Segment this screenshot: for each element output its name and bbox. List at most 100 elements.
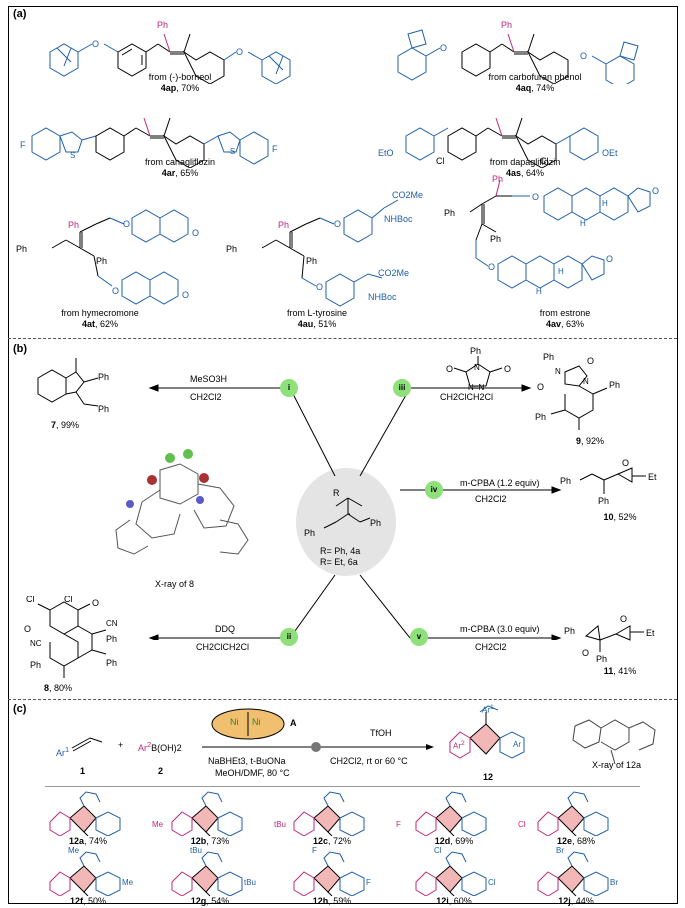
xray-12a-label: X-ray of 12a bbox=[592, 760, 642, 770]
svg-text:OEt: OEt bbox=[602, 148, 618, 158]
reaction-i-reagent: MeSO3H bbox=[190, 374, 228, 384]
caption-12a: 12a, 74% bbox=[68, 836, 108, 846]
reaction-ii-solvent: CH2ClCH2Cl bbox=[196, 642, 250, 652]
svg-text:N: N bbox=[474, 363, 480, 372]
svg-text:H: H bbox=[558, 267, 564, 276]
reactant-1-ar: Ar1 bbox=[56, 745, 70, 758]
svg-text:O: O bbox=[446, 364, 453, 374]
substituent-12g: tBu bbox=[244, 878, 257, 887]
structure-12a bbox=[49, 791, 121, 837]
svg-text:Ph: Ph bbox=[16, 244, 27, 254]
svg-text:O: O bbox=[182, 290, 189, 300]
reaction-iv-solvent: CH2Cl2 bbox=[475, 494, 507, 504]
caption-4av-yield: 4av, 63% bbox=[545, 319, 585, 329]
caption-8: 8, 80% bbox=[43, 683, 73, 693]
structure-9: Ph N O O N Ph Ph bbox=[535, 352, 620, 430]
structure-11: Ph O Ph O Et bbox=[564, 614, 655, 664]
product-12-ar2: Ar2 bbox=[453, 740, 465, 751]
svg-text:CN: CN bbox=[106, 619, 118, 628]
svg-text:Ph: Ph bbox=[68, 220, 79, 230]
svg-text:O: O bbox=[334, 219, 341, 229]
svg-text:O: O bbox=[504, 364, 511, 374]
svg-text:O: O bbox=[587, 356, 594, 366]
catalyst-label: A bbox=[290, 718, 297, 728]
svg-text:Ph: Ph bbox=[535, 412, 546, 422]
svg-text:O: O bbox=[92, 598, 99, 608]
svg-text:H: H bbox=[580, 219, 586, 228]
svg-text:Ph: Ph bbox=[304, 528, 315, 538]
svg-text:O: O bbox=[488, 262, 495, 272]
reaction-v-solvent: CH2Cl2 bbox=[475, 642, 507, 652]
structure-4ap: O O Ph bbox=[49, 20, 291, 84]
svg-text:O: O bbox=[316, 282, 323, 292]
caption-4at-yield: 4at, 62% bbox=[81, 319, 119, 329]
reaction-iv-badge: iv bbox=[425, 481, 443, 499]
reagent-ptad: Ph N O O N=N bbox=[446, 346, 511, 392]
svg-text:Cl: Cl bbox=[64, 596, 73, 604]
substrate-4a-6a: R Ph Ph bbox=[296, 468, 396, 576]
divider-a-b bbox=[8, 338, 677, 339]
condition-2: MeOH/DMF, 80 °C bbox=[215, 768, 290, 778]
svg-text:EtO: EtO bbox=[378, 148, 394, 158]
svg-text:O: O bbox=[606, 254, 613, 264]
svg-text:Ph: Ph bbox=[106, 634, 117, 644]
svg-text:Et: Et bbox=[646, 628, 655, 638]
xray-8-label: X-ray of 8 bbox=[155, 579, 195, 589]
structure-12d bbox=[415, 791, 487, 837]
svg-text:O: O bbox=[532, 192, 539, 202]
svg-text:Ph: Ph bbox=[560, 476, 571, 486]
structure-12b bbox=[171, 791, 243, 837]
caption-4au-yield: 4au, 51% bbox=[297, 319, 337, 329]
substituent-aryl-12i: Cl bbox=[434, 846, 442, 855]
svg-text:Ph: Ph bbox=[543, 352, 554, 362]
structure-12j bbox=[537, 851, 609, 897]
substituent-12h: F bbox=[366, 878, 371, 887]
caption-4ar-source: from canagliflozin bbox=[144, 157, 216, 167]
product-12a: 12a, 74% bbox=[28, 790, 148, 848]
caption-12d: 12d, 69% bbox=[434, 836, 474, 846]
svg-text:S: S bbox=[70, 151, 75, 160]
svg-text:Ph: Ph bbox=[98, 372, 109, 382]
caption-4aq-source: from carbofuran phenol bbox=[488, 72, 582, 82]
svg-text:Cl: Cl bbox=[540, 156, 549, 166]
svg-text:Ph: Ph bbox=[490, 234, 501, 244]
structure-4aq: O O Ph bbox=[397, 20, 639, 84]
svg-text:Ph: Ph bbox=[96, 256, 107, 266]
caption-4au-source: from L-tyrosine bbox=[286, 308, 348, 318]
substrate-label-4a: R= Ph, 4a bbox=[320, 546, 361, 556]
caption-12f: 12f, 50% bbox=[69, 896, 107, 906]
step-2-conditions: CH2Cl2, rt or 60 °C bbox=[330, 756, 408, 766]
divider-c-products bbox=[45, 786, 640, 787]
panel-a-label: (a) bbox=[13, 8, 27, 20]
svg-text:O: O bbox=[112, 286, 119, 296]
product-12-ar1: Ar1 bbox=[482, 704, 494, 715]
svg-text:H: H bbox=[602, 199, 608, 208]
structure-12e bbox=[537, 791, 609, 837]
substituent-12i: Cl bbox=[488, 878, 496, 887]
substituent-12j: Br bbox=[610, 878, 618, 887]
plus-sign: + bbox=[118, 740, 124, 750]
svg-text:Ph: Ph bbox=[492, 174, 503, 184]
svg-text:F: F bbox=[272, 144, 278, 154]
svg-text:CO2Me: CO2Me bbox=[378, 268, 409, 278]
svg-text:Ph: Ph bbox=[30, 660, 41, 670]
structure-12i bbox=[415, 851, 487, 897]
reaction-iv-reagent: m-CPBA (1.2 equiv) bbox=[460, 478, 540, 488]
reaction-v-reagent: m-CPBA (3.0 equiv) bbox=[460, 624, 540, 634]
caption-4ap-source: from (-)-borneol bbox=[148, 72, 212, 82]
svg-text:H: H bbox=[536, 287, 542, 296]
svg-text:O: O bbox=[236, 47, 243, 57]
structure-4av: Ph Ph Ph O O O O H H H H bbox=[444, 174, 659, 296]
structure-4au: Ph Ph Ph O O CO2Me NHBoc CO2Me NHBoc bbox=[226, 190, 423, 307]
svg-text:O: O bbox=[620, 614, 627, 624]
xray-structure-8 bbox=[115, 449, 249, 555]
reaction-iii-badge: iii bbox=[393, 379, 411, 397]
structure-12-general bbox=[449, 705, 525, 759]
caption-12h: 12h, 59% bbox=[312, 896, 352, 906]
svg-text:O: O bbox=[580, 51, 587, 61]
